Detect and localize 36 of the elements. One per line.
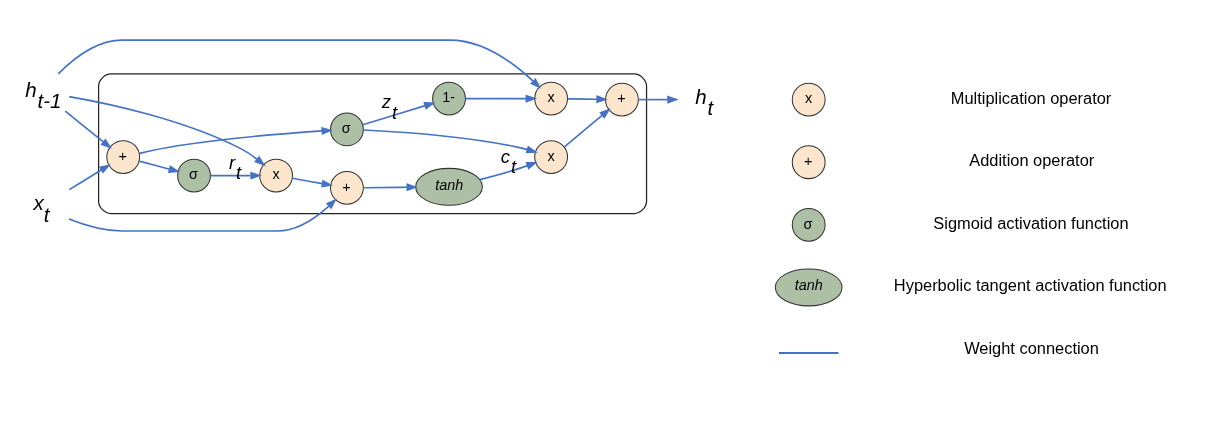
node-circle: σ: [177, 158, 211, 193]
arrow: [57, 39, 542, 89]
node-ellipse: tanh: [415, 167, 483, 206]
arrow: [68, 95, 266, 167]
arrow: [209, 171, 262, 180]
legend-label: Sigmoid activation function: [933, 213, 1129, 232]
arrow: [64, 110, 112, 149]
node-circle: x: [534, 140, 569, 175]
arrow: [68, 198, 337, 232]
node-circle: +: [106, 140, 141, 175]
node-circle: +: [330, 170, 364, 205]
arrow: [68, 164, 111, 191]
node-circle: +: [605, 82, 639, 117]
arrow: [479, 161, 538, 181]
node-circle: x: [259, 158, 294, 193]
arrow: [362, 129, 538, 154]
arrow: [464, 94, 538, 103]
legend-label: Weight connection: [964, 338, 1099, 357]
node-circle: 1-: [432, 81, 466, 116]
legend-label: Addition operator: [969, 151, 1095, 170]
legend-label: Hyperbolic tangent activation function: [893, 276, 1167, 295]
node-ellipse: tanh: [774, 268, 843, 307]
node-circle: x: [534, 81, 569, 116]
node-circle: σ: [791, 207, 826, 242]
arrow: [362, 183, 418, 192]
arrow: [563, 108, 611, 148]
arrow: [361, 101, 436, 126]
arrow: [566, 95, 608, 104]
arrow: [637, 95, 679, 104]
node-circle: x: [791, 82, 826, 117]
node-circle: +: [791, 145, 826, 180]
arrow: [291, 177, 334, 188]
node-circle: σ: [330, 112, 364, 147]
arrow: [138, 160, 181, 173]
legend-label: Multiplication operator: [950, 88, 1112, 107]
arrow: [138, 126, 333, 155]
